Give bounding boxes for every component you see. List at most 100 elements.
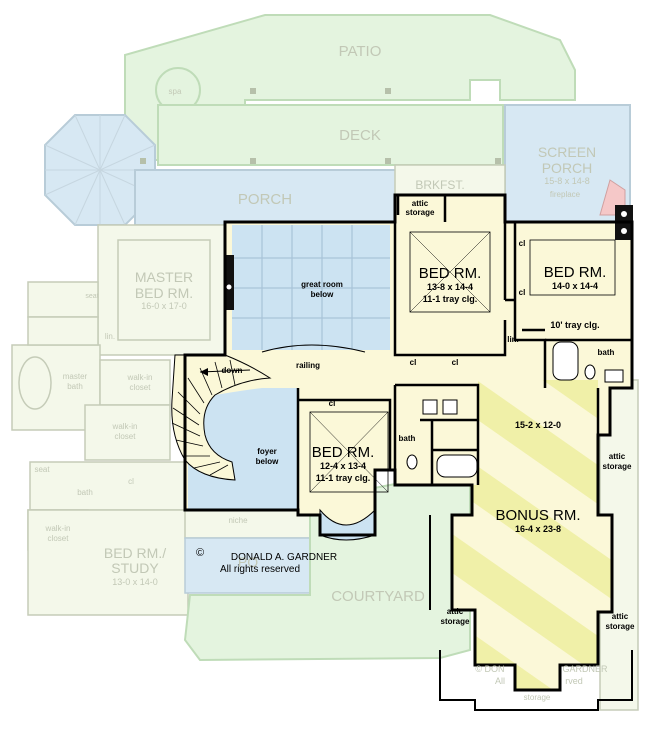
lin-label: lin. <box>507 335 519 344</box>
attic-storage-top-2: storage <box>406 208 435 217</box>
deck-area <box>157 104 504 166</box>
bonus-dims: 16-4 x 23-8 <box>515 524 561 534</box>
master-bath-label-2: bath <box>67 382 83 391</box>
deck-label: DECK <box>339 127 381 144</box>
ghost-rights-2: rved <box>565 676 583 686</box>
storage-bottom-label: storage <box>524 693 551 702</box>
attic-storage-left-2: storage <box>441 617 470 626</box>
attic-storage-right-2: storage <box>603 462 632 471</box>
seat-room <box>27 281 99 318</box>
lin-label-ghost: lin. <box>105 332 115 341</box>
toilet-1 <box>584 364 596 380</box>
ghost-gardner: GARDNER <box>562 664 608 674</box>
bed-study-label-2: STUDY <box>111 560 159 576</box>
down-label: down <box>222 366 243 375</box>
patio-label: PATIO <box>339 43 382 60</box>
exterior-ghost <box>44 14 631 226</box>
secondary-bath <box>29 461 186 511</box>
screen-porch-label-1: SCREEN <box>538 144 596 160</box>
copyright-symbol: © <box>196 547 204 559</box>
ghost-rights-1: All <box>495 676 505 686</box>
bed-1-note: 11-1 tray clg. <box>423 294 478 304</box>
bed-study-label-1: BED RM./ <box>104 545 166 561</box>
bath-label-ghost: bath <box>77 488 93 497</box>
bed-1-name: BED RM. <box>419 265 482 282</box>
copyright-name: DONALD A. GARDNER <box>231 552 337 563</box>
bath-1-label: bath <box>598 348 615 357</box>
tub-1 <box>552 341 579 381</box>
courtyard-label: COURTYARD <box>331 588 425 605</box>
toilet-2 <box>406 454 418 470</box>
railing-label: railing <box>296 361 320 370</box>
attic-storage-left-1: attic <box>447 607 464 616</box>
chimney-left <box>224 255 234 310</box>
bonus-room-floor <box>452 380 612 690</box>
bath-2-label: bath <box>399 434 416 443</box>
bed-2-name: BED RM. <box>544 264 607 281</box>
bed-2-dims: 14-0 x 14-4 <box>552 281 598 291</box>
walk-in-closet-1-b: closet <box>130 383 152 392</box>
cl-label-a: cl <box>519 239 526 248</box>
walk-in-closet-b <box>84 404 171 461</box>
master-bed-room <box>97 224 229 356</box>
great-room-below-2: below <box>311 290 334 299</box>
walk-in-closet-1-a: walk-in <box>127 373 153 382</box>
niche-label: niche <box>228 516 248 525</box>
walk-in-closet-2-b: closet <box>115 432 137 441</box>
main-floor-ghost <box>11 224 311 616</box>
walk-in-closet-a <box>99 359 171 406</box>
bed-1-tray <box>409 231 491 313</box>
master-bath-label-1: master <box>63 372 88 381</box>
master-bed-label-2: BED RM. <box>135 285 193 301</box>
cl-label-e: cl <box>329 399 336 408</box>
railing <box>261 344 366 353</box>
foyer-below-2: below <box>256 457 279 466</box>
seat-label-1: seat <box>85 293 98 300</box>
foyer-below-1: foyer <box>257 447 277 456</box>
bed-3-tray <box>309 411 389 493</box>
attic-storage-right2-2: storage <box>606 622 635 631</box>
cl-label-c: cl <box>410 358 417 367</box>
master-bed-label-1: MASTER <box>135 269 193 285</box>
cl-label-b: cl <box>519 288 526 297</box>
upper-floor-walls <box>183 193 634 692</box>
ghost-copyright: © DON <box>475 664 504 674</box>
bed-3-note: 11-1 tray clg. <box>316 473 371 483</box>
walk-in-closet-3-a: walk-in <box>45 524 71 533</box>
courtyard-area <box>183 468 471 662</box>
bed-3-name: BED RM. <box>312 444 375 461</box>
master-tub <box>18 356 52 410</box>
great-room-below-1: great room <box>301 280 343 289</box>
breakfast-label: BRKFST. <box>415 178 464 192</box>
attic-storage-top-1: attic <box>412 199 429 208</box>
bed-study-room <box>27 509 189 616</box>
attic-storage-right-1: attic <box>609 452 626 461</box>
spa-label: spa <box>169 87 182 96</box>
master-bed-dims: 16-0 x 17-0 <box>141 301 187 311</box>
attic-storage-right2-1: attic <box>612 612 629 621</box>
screen-porch-dims: 15-8 x 14-8 <box>544 176 590 186</box>
cl-label-ghost: cl <box>128 477 134 486</box>
porch-label: PORCH <box>238 191 292 208</box>
cl-label-d: cl <box>452 358 459 367</box>
spiral-staircase <box>171 354 272 481</box>
walk-in-closet-3-b: closet <box>48 534 70 543</box>
bed-2-note: 10' tray clg. <box>550 320 599 330</box>
bonus-upper-dims: 15-2 x 12-0 <box>515 420 561 430</box>
sink-1 <box>604 369 624 383</box>
bed-3-dims: 12-4 x 13-4 <box>320 461 366 471</box>
bed-2-tray <box>529 239 616 296</box>
niche-area <box>184 509 311 539</box>
porte-cochere-area <box>184 537 311 594</box>
upper-floor <box>171 193 634 711</box>
copyright-rights: All rights reserved <box>220 564 300 575</box>
sink-2b <box>442 399 458 415</box>
bed-study-dims: 13-0 x 14-0 <box>112 577 158 587</box>
porte-label: PO <box>238 554 258 570</box>
walk-in-closet-2-a: walk-in <box>112 422 138 431</box>
seat-label-2: seat <box>34 465 50 474</box>
bonus-name: BONUS RM. <box>495 507 580 524</box>
foyer-below <box>188 388 298 510</box>
screen-porch-label-2: PORCH <box>542 160 593 176</box>
